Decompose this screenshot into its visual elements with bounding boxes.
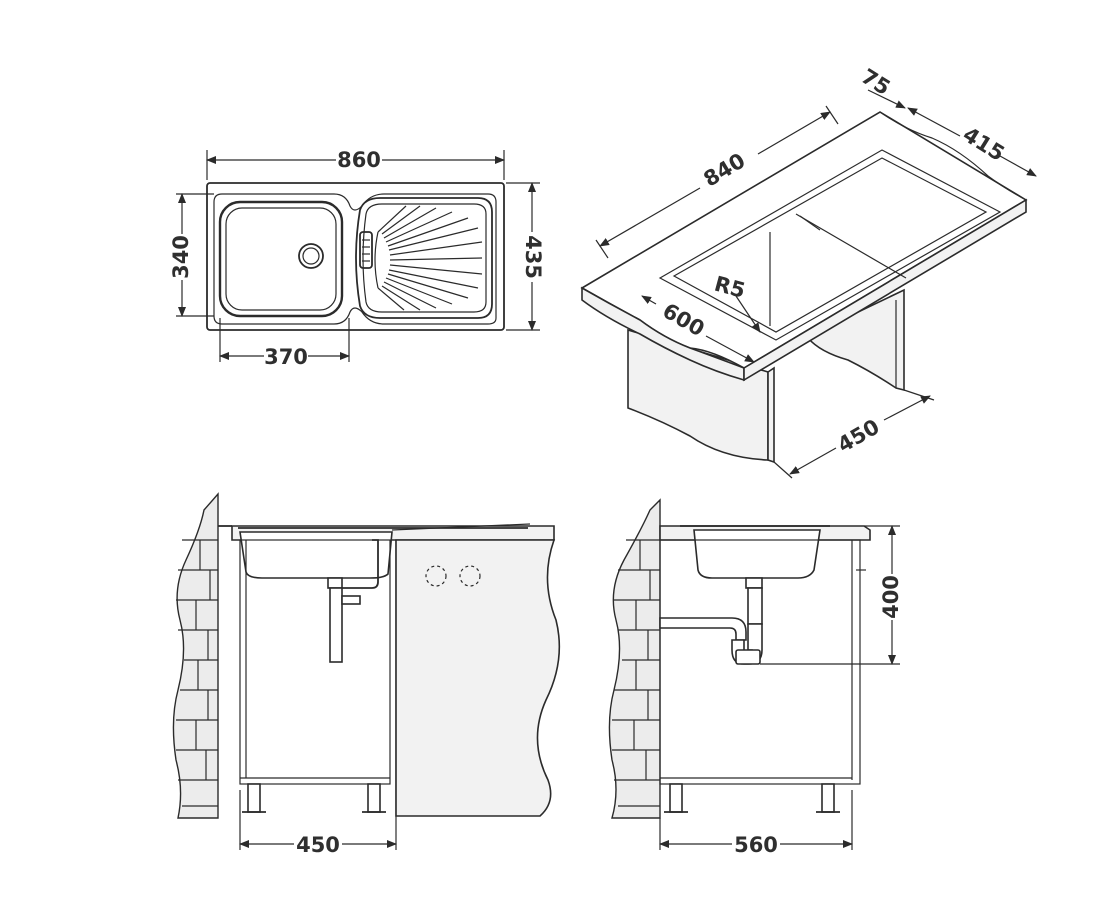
drainer-area [355,197,493,319]
tap-hole-2-icon [459,565,481,587]
main-bowl-inner [225,207,337,311]
dim-side-cabinet-depth: 560 [734,833,778,857]
side-wall [608,498,661,819]
overflow-slot-icon [359,231,373,269]
bowl-drain-icon [298,243,324,269]
main-bowl [218,200,344,318]
top-view: 860 370 340 435 [169,148,545,369]
drainer-ribs [374,205,483,311]
front-sink-bowl [239,531,393,579]
side-cabinet [659,539,861,785]
dim-drainer-length: 415 [959,122,1009,166]
dim-bowl-depth: 340 [169,235,193,279]
side-section-view: 560 400 [608,498,903,857]
dim-overall-depth: 435 [521,235,545,279]
iso-sink-opening [658,149,1002,341]
front-leg-1 [247,783,261,813]
front-wall [172,492,219,819]
iso-countertop-right-edge [743,198,1027,382]
side-leg-2 [821,783,835,813]
sink-inner-contour [213,193,497,325]
dim-front-cabinet-width: 450 [296,833,340,857]
side-sink-bowl [693,529,821,579]
dim-overall-length: 860 [337,148,381,172]
dim-length: 840 [699,148,749,191]
front-section-view: 450 [172,492,561,857]
tap-hole-1-icon [425,565,447,587]
side-leg-1 [669,783,683,813]
front-cabinet-left [239,539,391,785]
front-siphon-pipe [327,539,379,663]
dim-cabinet-width-iso: 450 [834,415,884,458]
isometric-view: 75 415 840 600 R5 450 [580,64,1037,479]
iso-cabinet-right [767,366,775,464]
dim-bowl-width: 370 [264,345,308,369]
dim-height-to-trap: 400 [879,575,903,619]
side-siphon-trap [659,577,763,665]
dim-edge-offset: 75 [857,64,895,100]
front-cabinet-right [395,539,561,817]
front-leg-2 [367,783,381,813]
sink-outer-rim [206,182,505,331]
